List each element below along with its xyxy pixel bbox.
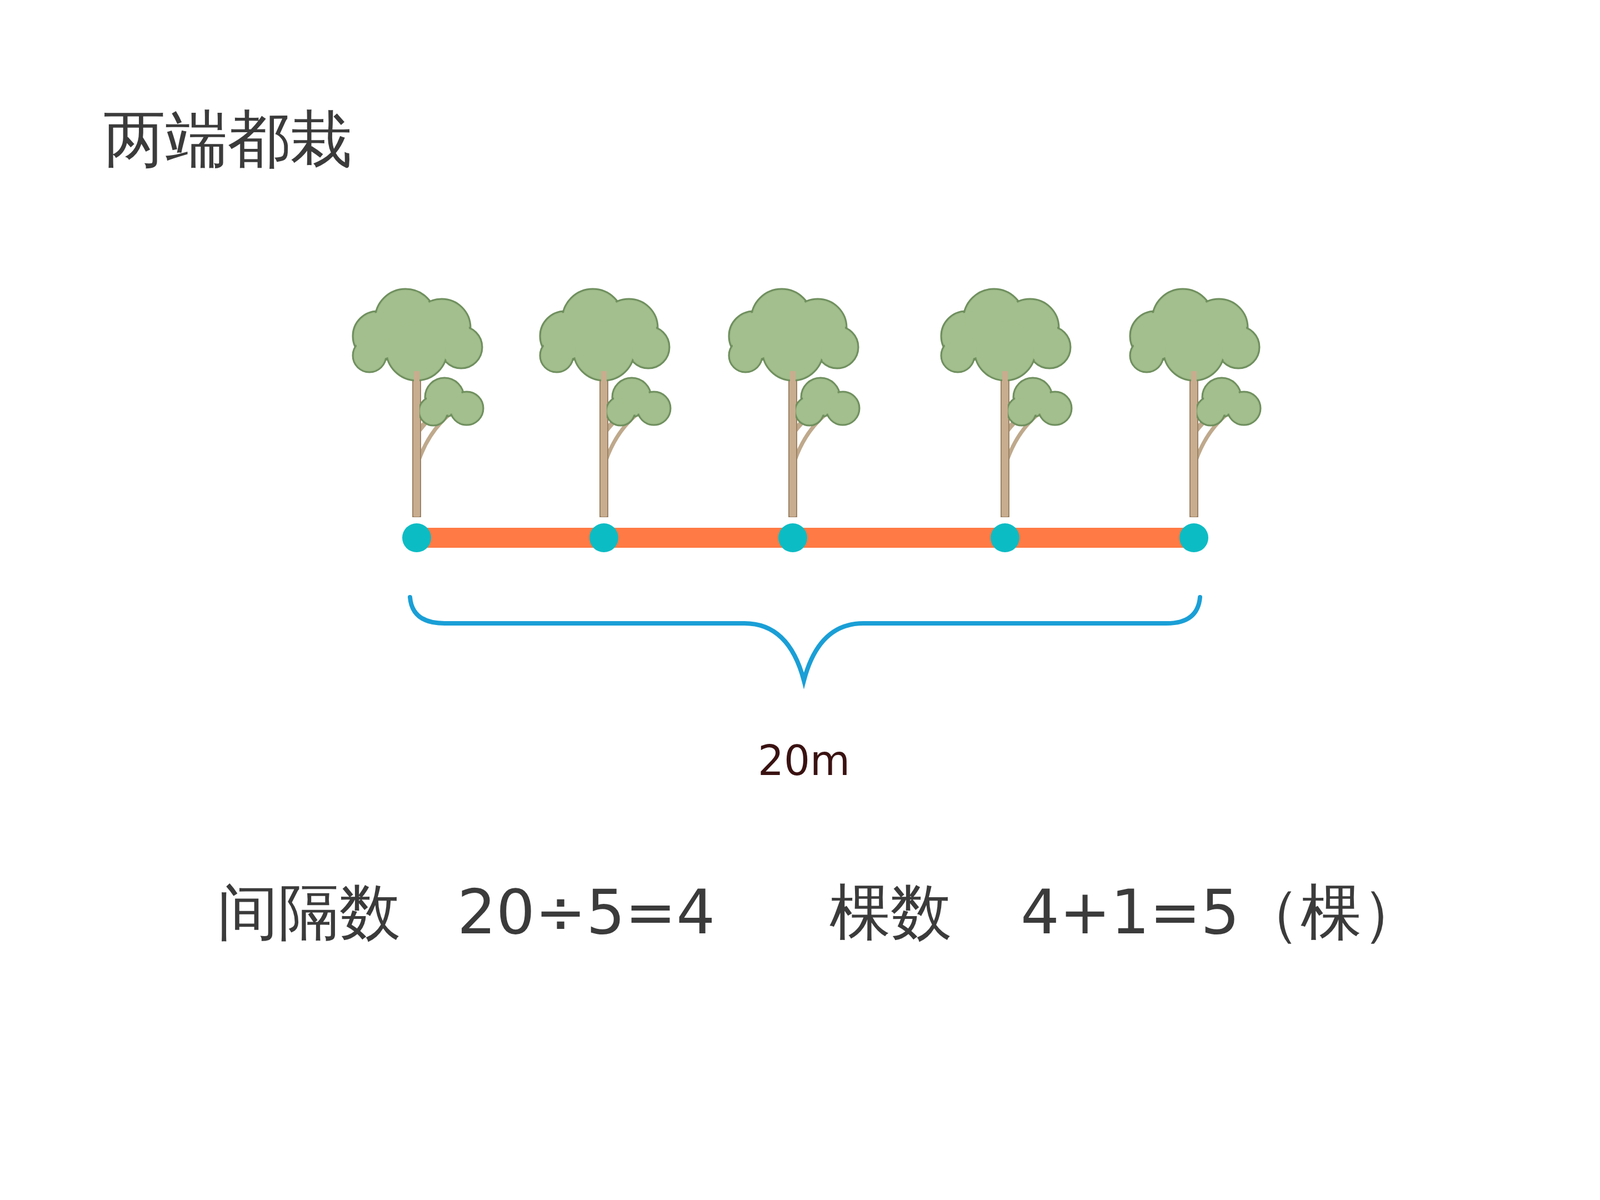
tree xyxy=(1130,288,1261,517)
formula-label: 间隔数 xyxy=(217,875,401,949)
length-dimension: 20m xyxy=(757,736,850,786)
formula: 20÷5=4 xyxy=(457,875,715,949)
formula-label: 棵数 xyxy=(829,875,952,949)
tree xyxy=(941,288,1072,517)
tree xyxy=(540,288,671,517)
length-brace xyxy=(410,597,1200,681)
tree xyxy=(728,288,860,517)
tree xyxy=(352,288,484,517)
formula: 4+1=5（棵） xyxy=(1020,875,1423,949)
planting-dots xyxy=(402,523,1209,553)
title: 两端都栽 xyxy=(103,101,353,177)
